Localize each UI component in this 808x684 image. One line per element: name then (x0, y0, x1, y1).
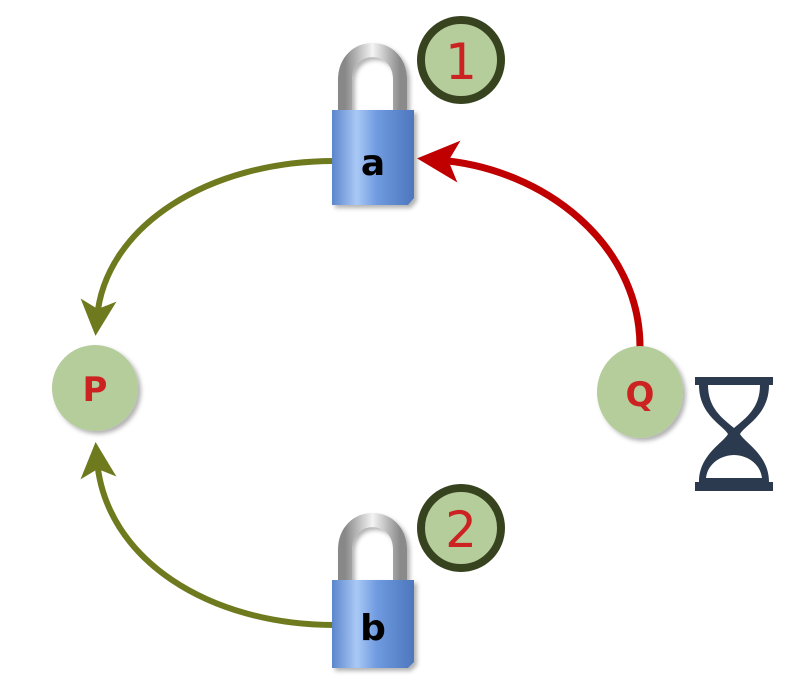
process-q-label: Q (626, 375, 655, 415)
lock-b-count: 2 (445, 501, 477, 559)
lock-b[interactable]: b (332, 513, 414, 668)
held-arrow-b-to-p (80, 442, 335, 628)
process-p[interactable] (52, 345, 138, 431)
process-p-label: P (83, 370, 108, 410)
padlock-icon (332, 43, 414, 205)
process-q[interactable] (597, 346, 683, 438)
hourglass-icon (695, 377, 773, 491)
padlock-icon (332, 513, 414, 668)
lock-b-count-badge: 2 (417, 484, 505, 572)
lock-a-label: a (361, 143, 385, 184)
wait-arrow-q-to-a (417, 140, 644, 351)
held-arrow-a-to-p (80, 158, 335, 336)
lock-a-count-badge: 1 (417, 16, 505, 104)
lock-b-label: b (360, 608, 386, 649)
lock-a[interactable]: a (332, 43, 414, 205)
lock-a-count: 1 (445, 33, 477, 91)
